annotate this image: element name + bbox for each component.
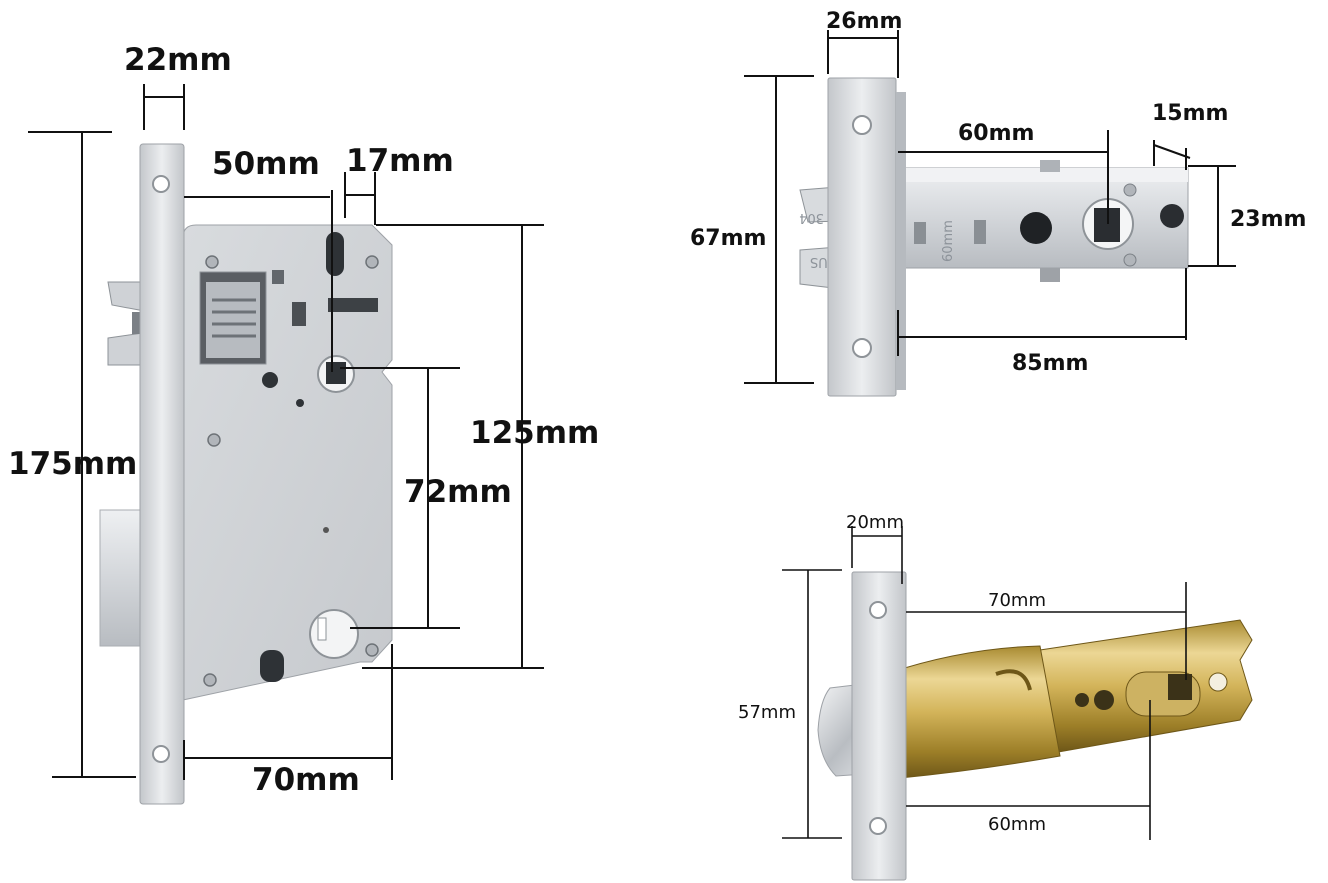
brass-latch-faceplate (851, 571, 907, 881)
stainless-latch-labels: 26mm 67mm 60mm 15mm 23mm 85mm (690, 9, 1306, 376)
stamp-size: 60mm (941, 220, 956, 262)
brass-latch (817, 571, 1253, 881)
label-length-85: 85mm (1012, 351, 1088, 376)
brass-latch-dimensions (782, 526, 1187, 840)
label-tail-15: 15mm (1152, 101, 1228, 126)
label-backset-50: 50mm (212, 146, 320, 182)
label-faceplate-26: 26mm (826, 9, 902, 34)
label-offset-17: 17mm (346, 143, 454, 179)
label-case-125: 125mm (470, 415, 599, 451)
stamp-material: 304 (799, 210, 824, 225)
stainless-latch: 60mm 304 SUS (799, 77, 1189, 397)
label-depth-70: 70mm (252, 762, 360, 798)
label-height-57: 57mm (738, 702, 796, 723)
mortise-labels: 22mm 50mm 17mm 175mm 125mm 72mm 70mm (8, 42, 599, 798)
cylinder-hole (309, 609, 359, 659)
label-backset-70: 70mm (988, 590, 1046, 611)
label-height-67: 67mm (690, 226, 766, 251)
label-backset-60b: 60mm (988, 814, 1046, 835)
brass-tube (879, 645, 1061, 779)
mortise-dimensions (28, 84, 544, 780)
label-faceplate-22: 22mm (124, 42, 232, 78)
stainless-latch-dimensions (744, 30, 1236, 384)
brass-latch-labels: 20mm 57mm 70mm 60mm (738, 512, 1046, 835)
label-spacing-72: 72mm (404, 474, 512, 510)
mortise-lock (99, 143, 393, 805)
faceplate (139, 143, 185, 805)
label-body-23: 23mm (1230, 207, 1306, 232)
label-backset-60: 60mm (958, 121, 1034, 146)
label-height-175: 175mm (8, 446, 137, 482)
label-faceplate-20: 20mm (846, 512, 904, 533)
